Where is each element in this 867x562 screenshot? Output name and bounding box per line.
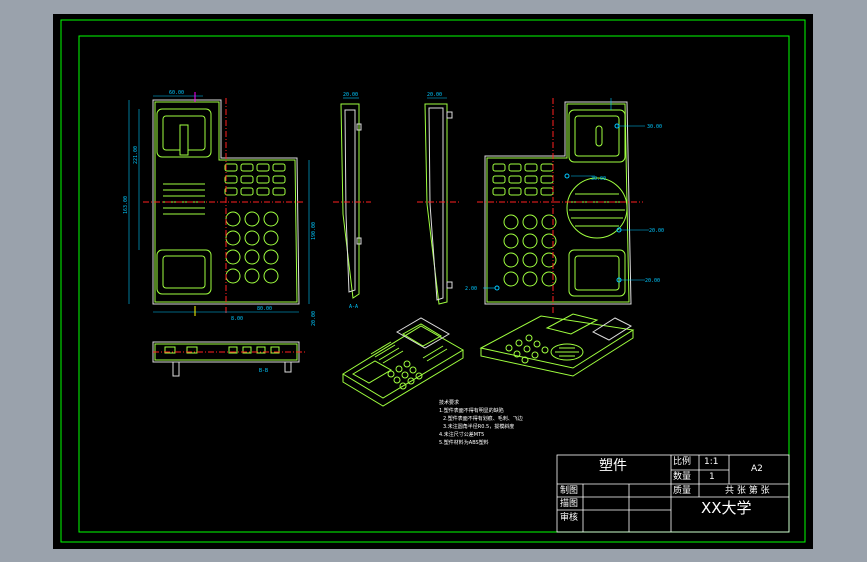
top-view	[152, 341, 305, 377]
bottom-view	[477, 98, 649, 314]
notes-line-5: 5.塑件材料为ABS塑料	[439, 439, 489, 446]
function-keys	[224, 163, 286, 196]
speaker-grille	[163, 183, 205, 215]
outer-border	[60, 19, 806, 543]
notes-line-3: 3.未注圆角半径R0.5，拔模斜度	[443, 423, 514, 430]
quantity-value: 1	[709, 472, 715, 482]
material-label: 质量	[673, 486, 692, 496]
notes-line-1: 1.塑件表面不得有明显的缺陷	[439, 407, 504, 414]
side-elevation-view	[417, 97, 459, 305]
isometric-view-top	[342, 317, 464, 407]
handset-top-cup	[156, 108, 212, 158]
dim-side-top: 20.00	[343, 92, 358, 98]
section-label: A-A	[349, 304, 358, 310]
dim-side-width: 20.00	[311, 311, 317, 326]
technical-notes: 技术要求 1.塑件表面不得有明显的缺陷 2.塑件表面不得有划痕、毛刺、飞边 3.…	[439, 399, 523, 446]
drawing-sheet: 60.00 163.00 221.00 190.00 80.00 8.00 20…	[53, 14, 813, 549]
isometric-view-bottom	[479, 313, 635, 377]
dim-bottom-width: 80.00	[257, 306, 272, 312]
scale-label: 比例	[673, 457, 692, 467]
inner-border	[78, 35, 790, 533]
notes-line-4: 4.未注尺寸公差MT5	[439, 431, 484, 438]
dim-right-bottom: 2.00	[465, 286, 477, 292]
part-name: 塑件	[599, 458, 627, 474]
title-block	[556, 454, 790, 533]
quantity-label: 数量	[673, 472, 692, 482]
school-name: XX大学	[701, 499, 752, 517]
front-outline	[152, 99, 300, 305]
front-view	[128, 92, 310, 316]
scale-value: 1:1	[704, 457, 719, 467]
sheets-text: 共 张 第 张	[725, 486, 770, 496]
dim-right-top: 30.00	[647, 124, 662, 130]
drawn-label: 制图	[560, 486, 579, 496]
dim-right-low: 20.00	[645, 278, 660, 284]
bottom-view-label: B-B	[259, 368, 268, 374]
handset-bottom-cup	[156, 249, 212, 295]
designed-label: 描图	[560, 499, 579, 509]
dim-bottom-small: 8.00	[231, 316, 243, 322]
sheet-size: A2	[751, 464, 763, 474]
number-keypad	[225, 211, 279, 284]
dim-right-mid: 30.00	[591, 176, 606, 182]
cad-drawing: 60.00 163.00 221.00 190.00 80.00 8.00 20…	[60, 19, 806, 543]
dim-left-height-2: 221.00	[133, 146, 139, 164]
dim-right-small: 20.00	[649, 228, 664, 234]
speaker-circle	[566, 177, 628, 239]
notes-heading: 技术要求	[439, 399, 459, 406]
dim-elevation-top: 20.00	[427, 92, 442, 98]
handset-slot	[179, 124, 189, 156]
dim-left-height-1: 163.00	[123, 196, 129, 214]
dim-right-height: 190.00	[311, 222, 317, 240]
notes-line-2: 2.塑件表面不得有划痕、毛刺、飞边	[443, 415, 523, 422]
checked-label: 审核	[560, 513, 579, 523]
side-section-view	[333, 97, 371, 299]
dim-top-width: 60.00	[169, 90, 184, 96]
